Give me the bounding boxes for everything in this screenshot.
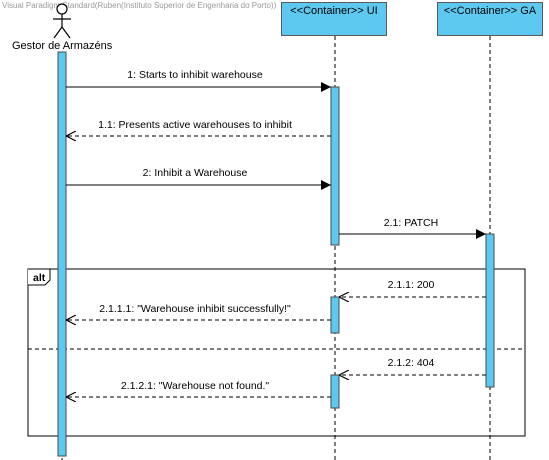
message-2-1-2[interactable]: 2.1.2: 404 — [339, 357, 486, 375]
watermark: Visual Paradigm Standard(Ruben(Instituto… — [2, 1, 277, 10]
actor-label: Gestor de Armazéns — [12, 40, 113, 52]
message-1[interactable]: 1: Starts to inhibit warehouse — [66, 69, 331, 92]
message-2-1[interactable]: 2.1: PATCH — [339, 217, 486, 239]
message-2-1-1-1-label: 2.1.1.1: "Warehouse inhibit successfully… — [99, 303, 291, 315]
message-2-1-1[interactable]: 2.1.1: 200 — [339, 279, 486, 297]
lifeline-head-ui[interactable]: <<Container>> UI — [281, 2, 387, 36]
message-2-1-label: 2.1: PATCH — [384, 217, 438, 229]
activation-ga — [485, 233, 495, 388]
message-2-1-2-1[interactable]: 2.1.2.1: "Warehouse not found." — [66, 380, 331, 397]
actor-icon — [53, 3, 71, 39]
message-2-1-1-label: 2.1.1: 200 — [388, 279, 435, 291]
message-2-1-2-1-label: 2.1.2.1: "Warehouse not found." — [121, 380, 270, 392]
message-2-1-2-label: 2.1.2: 404 — [388, 357, 435, 369]
alt-operator-label: alt — [33, 272, 46, 284]
message-1-1-label: 1.1: Presents active warehouses to inhib… — [98, 119, 292, 131]
lifeline-head-ga[interactable]: <<Container>> GA — [437, 2, 543, 36]
message-2-1-1-1[interactable]: 2.1.1.1: "Warehouse inhibit successfully… — [66, 303, 331, 320]
lifeline-head-ga-label: <<Container>> GA — [443, 5, 537, 17]
lifeline-head-ui-label: <<Container>> UI — [290, 5, 378, 17]
activation-ui-3 — [330, 374, 340, 409]
activation-ui-1 — [330, 86, 340, 246]
activation-ui-2 — [330, 296, 340, 334]
message-2[interactable]: 2: Inhibit a Warehouse — [66, 167, 331, 190]
message-2-label: 2: Inhibit a Warehouse — [143, 167, 248, 179]
activation-actor — [57, 51, 67, 457]
message-1-label: 1: Starts to inhibit warehouse — [127, 69, 263, 81]
alt-fragment: alt — [27, 268, 526, 437]
message-1-1[interactable]: 1.1: Presents active warehouses to inhib… — [66, 119, 331, 136]
